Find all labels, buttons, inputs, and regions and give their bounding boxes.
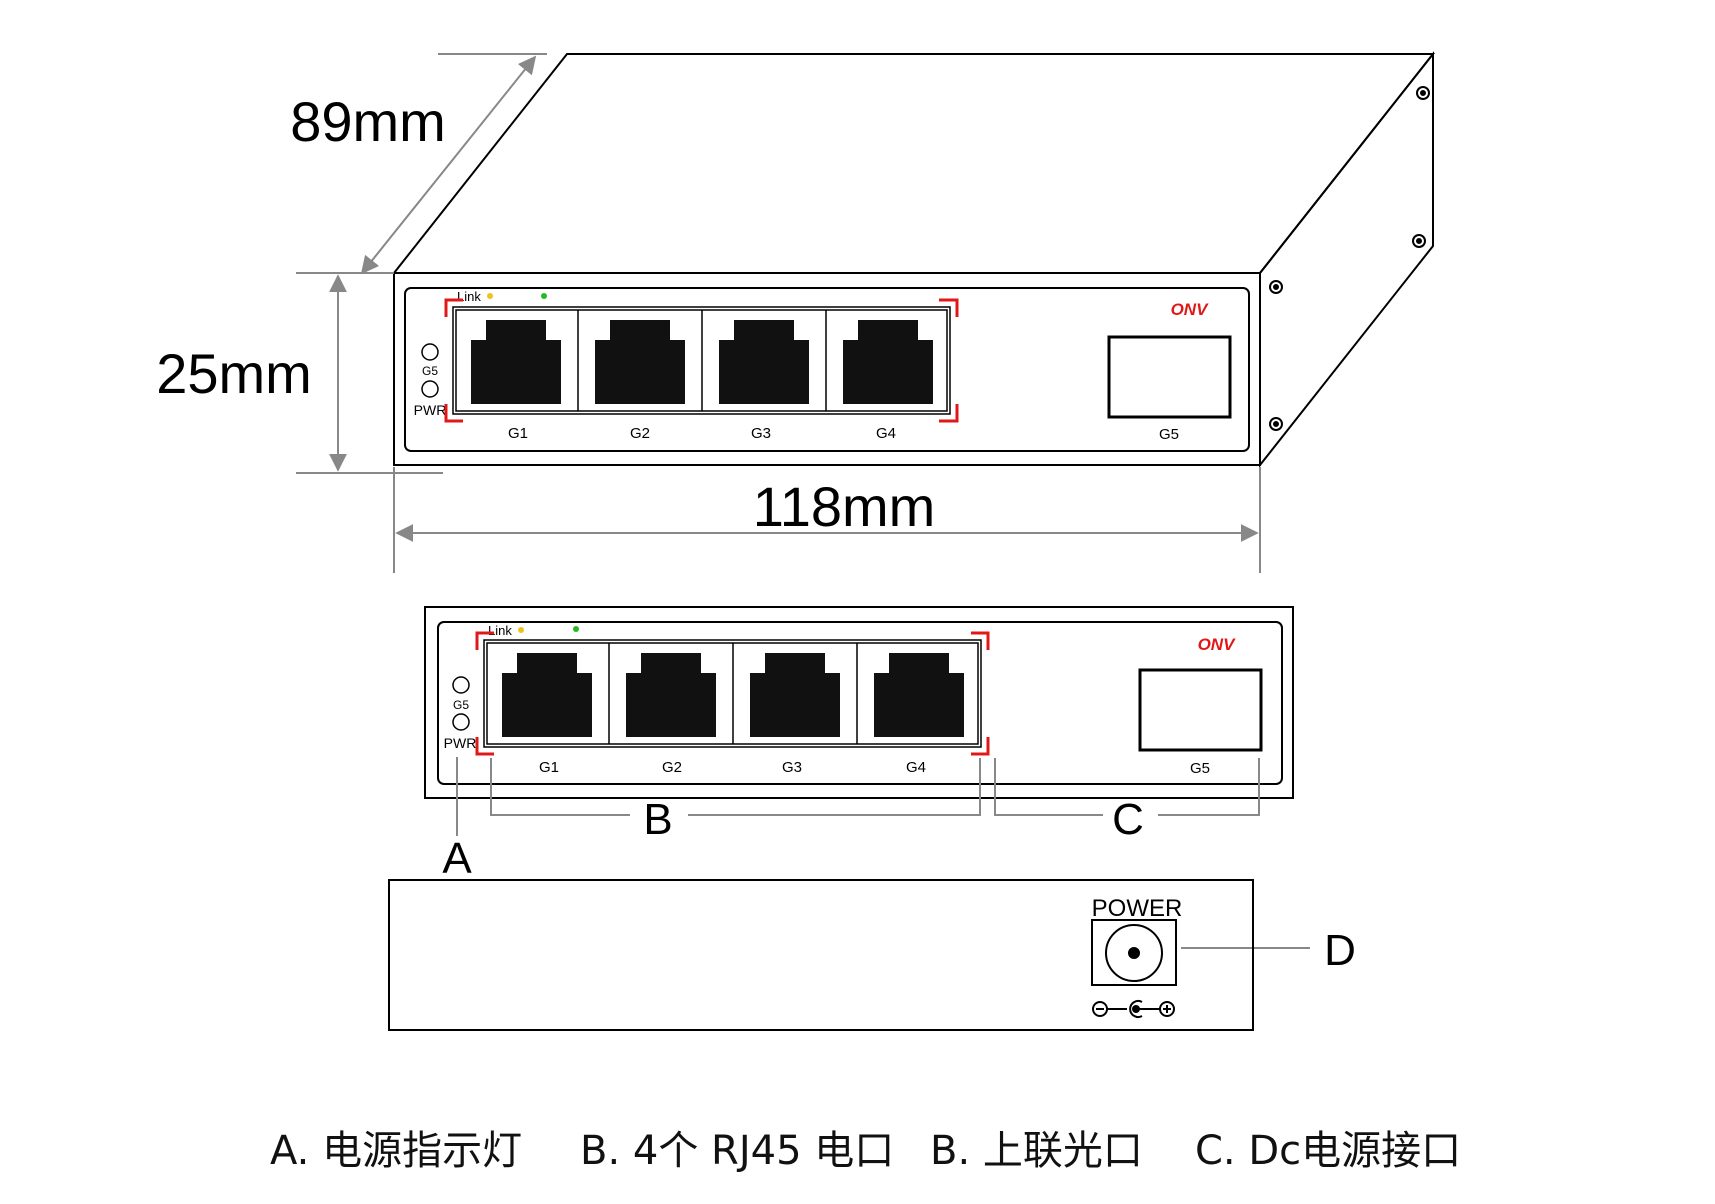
front-link-label: Link	[488, 623, 512, 638]
power-jack-ring	[1105, 924, 1163, 982]
dimension-lines	[296, 53, 1261, 573]
power-label: POWER	[1092, 895, 1183, 922]
rj45-port-icon	[843, 320, 933, 404]
pwr-led	[421, 380, 439, 398]
front-port-label-g3: G3	[782, 759, 802, 776]
depth-dimension-label: 89mm	[290, 90, 446, 153]
screw-icon	[1269, 417, 1283, 431]
legend-item-power-led: A. 电源指示灯	[270, 1128, 523, 1174]
front-brand-logo: ONV	[1198, 635, 1237, 654]
screw-icon	[1269, 280, 1283, 294]
top-port-label-g1: G1	[508, 425, 528, 442]
front-link-led	[518, 627, 524, 633]
front-view	[424, 606, 1294, 799]
device-top-face	[391, 53, 1436, 274]
act-led	[541, 293, 547, 299]
front-sfp-port	[1138, 668, 1263, 752]
rj45-port-icon	[750, 653, 840, 737]
top-port-label-g3: G3	[751, 425, 771, 442]
g5-led	[421, 343, 439, 361]
polarity-symbol-icon	[1092, 1000, 1175, 1018]
rj45-port-icon	[502, 653, 592, 737]
callout-d: D	[1324, 926, 1356, 975]
width-dimension-label: 118mm	[753, 475, 936, 538]
power-jack-pin	[1128, 947, 1140, 959]
height-dimension-label: 25mm	[156, 342, 312, 405]
front-port-label-g1: G1	[539, 759, 559, 776]
depth-dimension-arrow	[360, 55, 537, 275]
rear-view	[388, 879, 1254, 1031]
g5-led-label: G5	[422, 364, 438, 378]
front-port-markers	[475, 631, 990, 756]
front-view-housing	[424, 606, 1294, 799]
callout-a: A	[442, 834, 472, 883]
top-port-markers	[444, 298, 959, 423]
rear-view-housing	[388, 879, 1254, 1031]
rj45-port-icon	[471, 320, 561, 404]
legend-item-dc-jack: C. Dc电源接口	[1195, 1128, 1462, 1174]
callout-b: B	[643, 795, 672, 844]
side-screws	[1269, 86, 1430, 431]
front-view-panel	[437, 621, 1283, 785]
top-rj45-jacks	[471, 320, 933, 404]
callout-c: C	[1112, 795, 1144, 844]
front-pwr-led	[452, 713, 470, 731]
power-jack	[1091, 919, 1177, 986]
pwr-led-label: PWR	[414, 402, 447, 418]
top-sfp-port	[1107, 335, 1232, 419]
front-panel-inner	[404, 287, 1250, 452]
legend-item-uplink-port: B. 上联光口	[930, 1128, 1143, 1174]
link-label: Link	[457, 289, 481, 304]
front-g5-led	[452, 676, 470, 694]
device-side-face	[1259, 51, 1434, 468]
screw-icon	[1412, 234, 1426, 248]
top-port-label-g4: G4	[876, 425, 896, 442]
front-sfp-label: G5	[1190, 760, 1210, 777]
front-pwr-led-label: PWR	[444, 735, 477, 751]
rj45-port-icon	[719, 320, 809, 404]
front-port-label-g4: G4	[906, 759, 926, 776]
top-sfp-label: G5	[1159, 426, 1179, 443]
screw-icon	[1416, 86, 1430, 100]
top-brand-logo: ONV	[1171, 300, 1210, 319]
rj45-port-icon	[595, 320, 685, 404]
link-led	[487, 293, 493, 299]
front-act-led	[573, 626, 579, 632]
front-g5-led-label: G5	[453, 698, 469, 712]
rj45-port-icon	[874, 653, 964, 737]
front-rj45-block	[483, 639, 982, 748]
top-port-label-g2: G2	[630, 425, 650, 442]
callout-lines	[456, 757, 1310, 949]
top-rj45-block	[452, 306, 951, 415]
top-view-leds	[421, 343, 439, 398]
front-port-label-g2: G2	[662, 759, 682, 776]
legend-item-rj45-ports: B. 4个 RJ45 电口	[580, 1128, 895, 1174]
rj45-port-icon	[626, 653, 716, 737]
front-rj45-jacks	[502, 653, 964, 737]
